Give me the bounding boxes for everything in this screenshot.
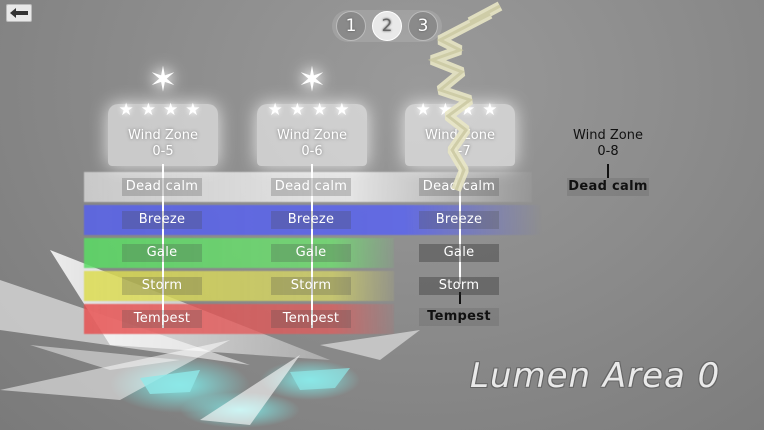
star-icon: ✶	[148, 60, 178, 100]
wind-tempest-0-7[interactable]: Tempest	[419, 308, 499, 326]
path-line	[162, 164, 164, 328]
wind-tempest-0-6[interactable]: Tempest	[271, 310, 351, 328]
wind-dead-calm-0-8[interactable]: Dead calm	[567, 178, 649, 196]
wind-storm-0-5[interactable]: Storm	[122, 277, 202, 295]
rating-stars: ★★★★	[267, 100, 357, 120]
page-2-button[interactable]: 2	[372, 11, 402, 41]
wind-storm-0-7[interactable]: Storm	[419, 277, 499, 295]
path-line	[311, 164, 313, 328]
path-line	[459, 164, 461, 284]
zone-card-bg	[257, 104, 367, 166]
tempest-band	[84, 304, 394, 334]
wind-dead-calm-0-5[interactable]: Dead calm	[122, 178, 202, 196]
zone-card-bg	[108, 104, 218, 166]
star-icon: ✶	[297, 60, 327, 100]
page-selector: 1 2 3	[332, 10, 442, 42]
wind-gale-0-6[interactable]: Gale	[271, 244, 351, 262]
gale-band	[84, 238, 394, 268]
wind-breeze-0-7[interactable]: Breeze	[419, 211, 499, 229]
rating-stars: ★★★★	[118, 100, 208, 120]
wind-dead-calm-0-6[interactable]: Dead calm	[271, 178, 351, 196]
wind-storm-0-6[interactable]: Storm	[271, 277, 351, 295]
path-line	[607, 164, 609, 178]
page-1-button[interactable]: 1	[336, 11, 366, 41]
wind-tempest-0-5[interactable]: Tempest	[122, 310, 202, 328]
wind-breeze-0-5[interactable]: Breeze	[122, 211, 202, 229]
area-title: Lumen Area 0	[470, 356, 721, 396]
wind-gale-0-7[interactable]: Gale	[419, 244, 499, 262]
breeze-band	[84, 205, 542, 235]
path-line	[459, 292, 461, 304]
wind-gale-0-5[interactable]: Gale	[122, 244, 202, 262]
wind-breeze-0-6[interactable]: Breeze	[271, 211, 351, 229]
back-button[interactable]	[6, 4, 32, 22]
page-3-button[interactable]: 3	[408, 11, 438, 41]
back-arrow-icon	[10, 8, 28, 18]
storm-band	[84, 271, 394, 301]
